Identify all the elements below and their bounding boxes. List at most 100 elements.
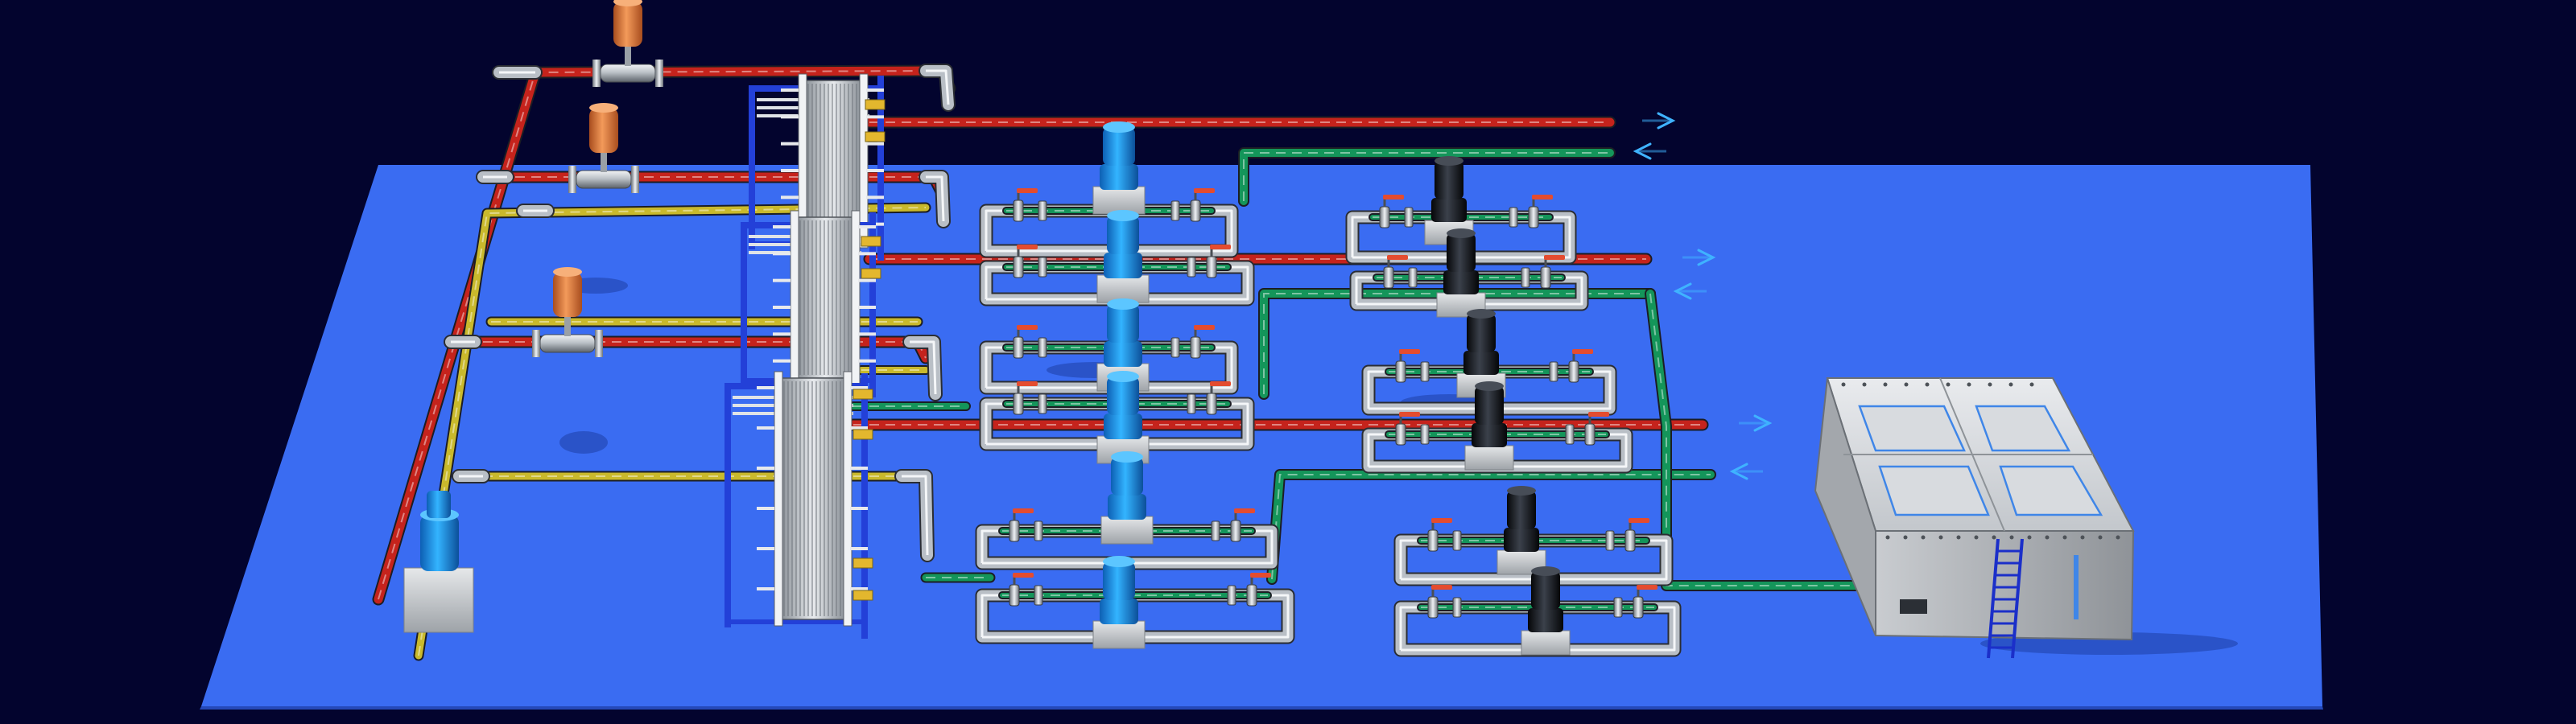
pump-volute xyxy=(1100,599,1138,624)
makeup-pump xyxy=(403,491,474,633)
steel-elbow-2 xyxy=(919,64,956,112)
valve-flange-left xyxy=(532,330,540,357)
tank-bolt xyxy=(2062,535,2067,540)
floor-slab xyxy=(201,165,2322,706)
valve-handle-icon xyxy=(1399,349,1420,354)
hx-tie-bolt xyxy=(858,306,876,309)
pump-volute xyxy=(427,491,451,518)
valve-flange-right xyxy=(655,60,663,87)
pump-loop-b5 xyxy=(1393,533,1674,586)
hx-frame-post xyxy=(741,225,747,386)
hx-tie-bolt xyxy=(858,278,876,282)
valve-handle-icon xyxy=(1017,381,1038,386)
circulation-pump-blue-6 xyxy=(1092,556,1146,649)
hx-tie-bolt xyxy=(858,359,876,363)
hx-tie-bolt xyxy=(781,142,799,146)
tank-hatch xyxy=(1858,405,1966,452)
tank-hatch xyxy=(1878,465,1990,516)
circulation-pump-black-6 xyxy=(1521,566,1571,656)
pump-base xyxy=(1521,630,1571,656)
butterfly-valve xyxy=(1230,508,1255,542)
hx-nozzle xyxy=(852,389,873,400)
valve-actuator xyxy=(589,108,618,153)
pump-motor xyxy=(1475,386,1504,425)
flow-arrows xyxy=(1633,112,1773,480)
hx-plates xyxy=(783,381,841,616)
valve-body xyxy=(600,64,656,83)
tank-bolt xyxy=(1841,382,1846,387)
valve-body xyxy=(576,170,632,189)
valve-handle-icon xyxy=(1572,349,1593,354)
pump-volute xyxy=(1472,423,1507,447)
hx-tie-bolt xyxy=(781,115,799,119)
valve-handle-icon xyxy=(1383,195,1404,200)
pump-base xyxy=(403,567,474,633)
valve-handle-icon xyxy=(1250,573,1271,578)
pump-motor xyxy=(1531,571,1560,610)
plate-heat-exchanger-2 xyxy=(741,210,876,397)
valve-actuator-cap xyxy=(589,103,618,113)
flow-in-arrow-icon xyxy=(1633,142,1666,160)
valve-stem xyxy=(625,45,631,66)
pump-loop-b4 xyxy=(1361,427,1633,474)
pump-volute xyxy=(1104,341,1142,367)
valve-handle-icon xyxy=(1210,245,1231,249)
hx-tie-bolt xyxy=(858,332,876,336)
tank-nameplate xyxy=(1900,599,1927,614)
pipe-flange xyxy=(1420,424,1430,445)
pump-loop-a3 xyxy=(979,340,1239,395)
pump-motor-cap xyxy=(1475,381,1504,391)
butterfly-valve xyxy=(1246,573,1271,607)
tank-bolt xyxy=(1988,382,1992,387)
tank-bolt xyxy=(1967,382,1971,387)
pump-motor xyxy=(1111,457,1143,496)
pump-base xyxy=(1100,516,1154,545)
hx-nozzle xyxy=(852,557,873,569)
hx-tie-bolt xyxy=(773,332,791,336)
tank-bolt xyxy=(1904,382,1909,387)
pipe-flange xyxy=(1565,424,1575,445)
valve-handle-icon xyxy=(1544,255,1565,260)
valve-handle-icon xyxy=(1431,518,1452,523)
butterfly-valve xyxy=(1633,585,1657,619)
pump-motor-cap xyxy=(1531,566,1560,576)
pipe-flange xyxy=(1613,597,1623,618)
pipe-flange xyxy=(1452,530,1462,551)
hx-plate-pack xyxy=(780,377,846,620)
hx-tie-bolt xyxy=(773,306,791,309)
butterfly-valve xyxy=(1379,195,1404,228)
steel-elbow-6 xyxy=(902,335,943,401)
pipe-flange xyxy=(1038,393,1047,414)
hx-frame-post xyxy=(861,373,868,639)
pump-loop-b1 xyxy=(1345,210,1577,265)
flow-in-arrow-icon xyxy=(1729,463,1763,480)
hx-tie-bolt xyxy=(850,386,868,389)
butterfly-valve xyxy=(1206,245,1231,278)
equipment xyxy=(403,0,2135,659)
hx-frame-post xyxy=(877,76,884,261)
valve-handle-icon xyxy=(1532,195,1553,200)
valve-flange-left xyxy=(592,60,601,87)
valve-handle-icon xyxy=(1017,325,1038,330)
tank-hatch xyxy=(1999,465,2103,516)
butterfly-valve xyxy=(1427,585,1452,619)
circulation-pump-black-4 xyxy=(1464,381,1514,471)
butterfly-valve xyxy=(1395,349,1420,383)
hx-tie-bolt xyxy=(757,426,774,430)
pump-motor xyxy=(1467,314,1496,352)
valve-actuator xyxy=(613,2,642,47)
hx-nozzle xyxy=(852,429,873,440)
hx-nozzle xyxy=(865,131,886,142)
hx-tie-bolt xyxy=(773,252,791,256)
motorized-valve-1 xyxy=(592,0,663,87)
pump-loop-a6 xyxy=(975,588,1295,644)
pump-motor-cap xyxy=(1103,121,1135,133)
hx-tie-bolt xyxy=(866,88,884,92)
tank-bolt xyxy=(2027,535,2032,540)
hx-tie-bolt xyxy=(850,547,868,550)
pump-motor-cap xyxy=(1435,156,1463,166)
pump-motor-cap xyxy=(1107,210,1139,221)
butterfly-valve xyxy=(1383,255,1408,289)
tank-bolt xyxy=(1862,382,1867,387)
